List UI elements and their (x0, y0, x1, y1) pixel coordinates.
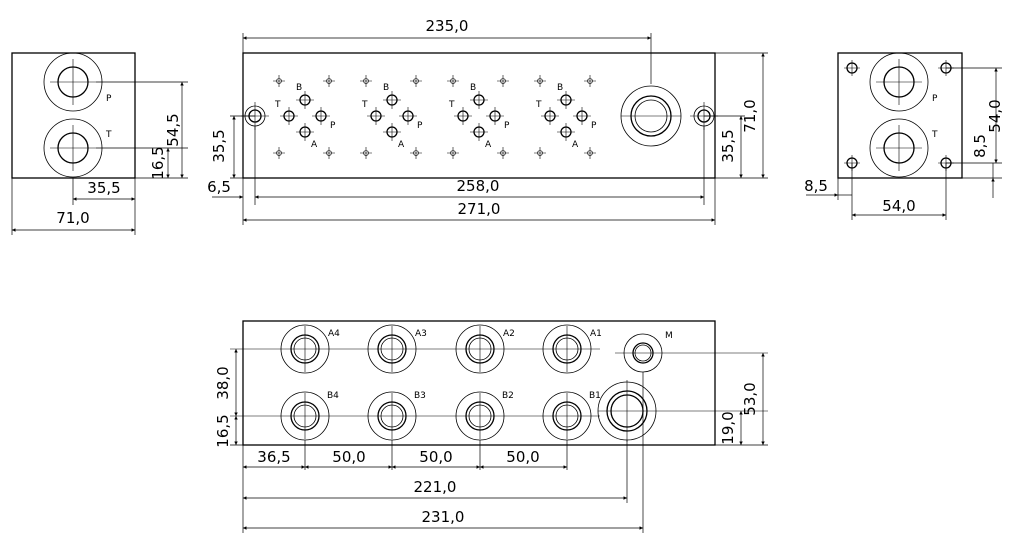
top-dim-271: 271,0 (458, 200, 501, 218)
front-dim-50-3: 50,0 (506, 448, 539, 466)
station-3-label-p: P (504, 121, 510, 131)
right-dim-8-5-vert: 8,5 (971, 134, 989, 158)
left-label-t: T (105, 130, 112, 140)
station-2-label-a: A (398, 140, 405, 150)
station-4-label-p: P (591, 121, 597, 131)
valve-station-2: B T P A (360, 75, 423, 159)
right-dim-54-vert: 54,0 (986, 99, 1004, 132)
front-dim-16-5: 16,5 (214, 414, 232, 447)
front-block-outline (242, 320, 716, 446)
front-dim-50-2: 50,0 (419, 448, 452, 466)
left-port-p (43, 52, 103, 112)
left-dim-16-5: 16,5 (149, 146, 167, 179)
label-a1: A1 (590, 329, 602, 339)
station-4-label-a: A (572, 140, 579, 150)
station-1-label-t: T (274, 100, 281, 110)
station-2-label-p: P (417, 121, 423, 131)
label-m: M (665, 331, 673, 341)
front-dim-53: 53,0 (741, 382, 759, 415)
left-dim-35-5: 35,5 (87, 179, 120, 197)
right-side-view: P T 54,0 8,5 8,5 54,0 (804, 52, 1004, 220)
station-4-label-t: T (535, 100, 542, 110)
top-extension-lines (230, 33, 768, 225)
right-dim-8-5-horiz: 8,5 (804, 177, 828, 195)
front-dim-36-5: 36,5 (257, 448, 290, 466)
front-extension-lines (230, 372, 768, 533)
front-center-lines (230, 348, 768, 417)
top-dim-71: 71,0 (741, 99, 759, 132)
valve-station-3: B T P A (447, 75, 510, 159)
left-block-outline (11, 52, 136, 179)
left-dim-54-5: 54,5 (164, 113, 182, 146)
left-extension-lines (11, 81, 188, 235)
station-1-label-a: A (311, 140, 318, 150)
top-dim-35-5-left: 35,5 (210, 129, 228, 162)
station-4-label-b: B (557, 83, 563, 93)
right-port-p (869, 52, 929, 112)
right-label-t: T (931, 130, 938, 140)
top-dim-235: 235,0 (426, 17, 469, 35)
front-dim-231: 231,0 (422, 508, 465, 526)
label-b3: B3 (414, 391, 426, 401)
top-dim-258: 258,0 (457, 177, 500, 195)
front-view: A4 A3 A2 A1 M B4 B3 B2 B1 38,0 16,5 19,0… (214, 320, 768, 533)
left-dim-71: 71,0 (56, 209, 89, 227)
station-1-label-b: B (296, 83, 302, 93)
top-dim-35-5-right: 35,5 (719, 129, 737, 162)
front-dim-221: 221,0 (414, 478, 457, 496)
valve-station-4: B T P A (534, 75, 597, 159)
right-port-t (869, 118, 929, 178)
top-block-outline (242, 52, 716, 179)
left-label-p: P (106, 94, 112, 104)
left-port-t (43, 118, 103, 178)
top-view: B T P A B T P A (207, 17, 768, 225)
right-dim-54-horiz: 54,0 (882, 197, 915, 215)
right-extension-lines (837, 67, 1002, 220)
right-label-p: P (932, 94, 938, 104)
label-b2: B2 (502, 391, 514, 401)
top-dim-6-5: 6,5 (207, 178, 231, 196)
label-b4: B4 (327, 391, 339, 401)
label-a2: A2 (503, 329, 515, 339)
label-b1: B1 (589, 391, 601, 401)
station-3-label-a: A (485, 140, 492, 150)
top-main-port (620, 85, 682, 147)
front-dim-38: 38,0 (214, 366, 232, 399)
station-3-label-b: B (470, 83, 476, 93)
station-2-label-b: B (383, 83, 389, 93)
front-dim-50-1: 50,0 (332, 448, 365, 466)
station-2-label-t: T (361, 100, 368, 110)
front-dim-19: 19,0 (719, 411, 737, 444)
label-a3: A3 (415, 329, 427, 339)
label-a4: A4 (328, 329, 340, 339)
left-side-view: P T 54,5 16,5 35,5 71,0 (11, 52, 188, 235)
station-1-label-p: P (330, 121, 336, 131)
valve-station-1: B T P A (273, 75, 336, 159)
station-3-label-t: T (448, 100, 455, 110)
